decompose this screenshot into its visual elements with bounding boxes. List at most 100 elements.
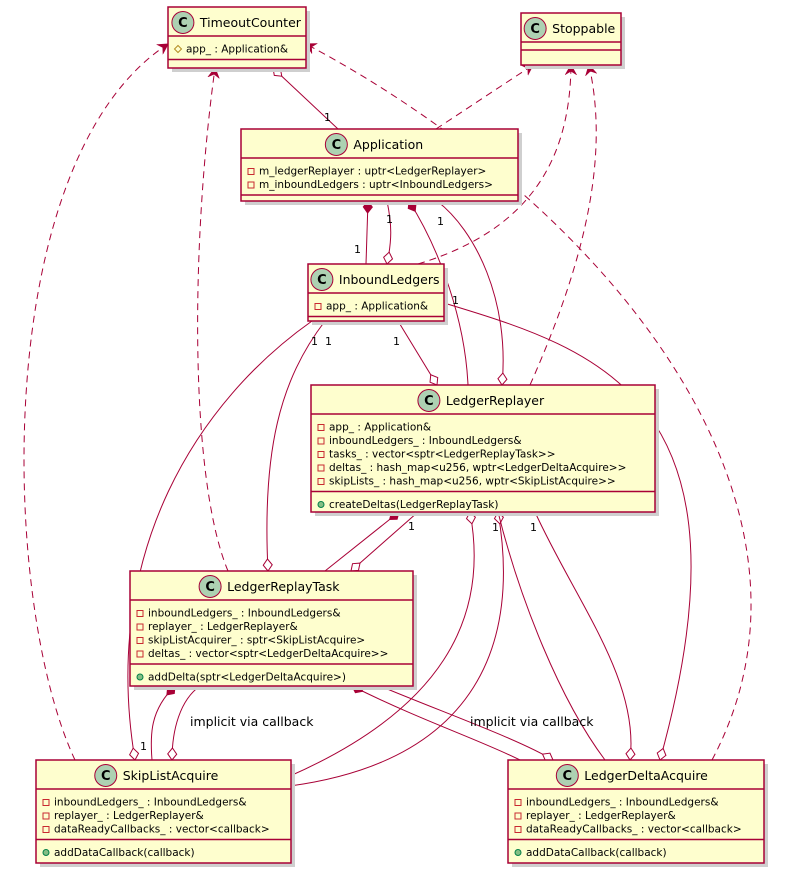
class-badge-letter: C: [101, 769, 111, 784]
multiplicity-label: 1: [408, 520, 415, 533]
field-text: deltas_ : vector<sptr<LedgerDeltaAcquire…: [148, 648, 388, 660]
private-square-icon: [42, 799, 50, 806]
field-text: replayer_ : LedgerReplayer&: [526, 810, 676, 822]
ledgerreplayer-ledgerdeltaacquire-aggregation: [534, 511, 636, 761]
field-text: m_inboundLedgers : uptr<InboundLedgers>: [259, 179, 493, 191]
class-name: InboundLedgers: [339, 272, 440, 287]
class-badge-icon: [94, 764, 118, 787]
aggregation-diamond-icon: [383, 251, 394, 265]
class-box: [35, 759, 292, 864]
multiplicity-label: 1: [386, 213, 393, 226]
private-square-icon: [247, 181, 255, 189]
class-name: LedgerReplayer: [446, 393, 545, 408]
private-square-icon: [136, 650, 144, 658]
field-text: m_ledgerReplayer : uptr<LedgerReplayer>: [259, 166, 486, 178]
multiplicity-label: 1: [354, 243, 361, 256]
class-badge-letter: C: [205, 580, 215, 595]
field-text: app_ : Application&: [326, 301, 428, 313]
field-text: app_ : Application&: [329, 422, 431, 434]
multiplicity-label: 1: [393, 335, 400, 348]
ledgerreplaytask-ledgerreplayer-aggregation-line: [350, 511, 419, 572]
class-badge-icon: [171, 11, 195, 34]
class-box: [240, 128, 519, 202]
ledgerdeltaacquire-ledgerreplaytask-aggregation-line: [379, 685, 554, 761]
aggregation-diamond-icon: [429, 374, 439, 386]
application-stoppable-inheritance: [435, 65, 533, 130]
skiplistacquire-timeoutcounter-inheritance: [23, 44, 168, 761]
class-name: LedgerDeltaAcquire: [584, 768, 708, 783]
inboundledgers-ledgerreplaytask-aggregation: [262, 320, 326, 572]
private-square-icon: [317, 464, 325, 472]
ledgerreplayer-skiplistacquire-aggregation-2-line: [289, 511, 504, 787]
inboundledgers-ledgerdeltaacquire-aggregation-line: [443, 302, 692, 761]
field-text: skipListAcquirer_ : sptr<SkipListAcquire…: [148, 635, 365, 647]
private-square-icon: [514, 799, 522, 806]
field-text: inboundLedgers_ : InboundLedgers&: [54, 797, 247, 809]
multiplicity-label: 1: [140, 740, 147, 753]
private-square-icon: [136, 637, 144, 644]
inboundledgers-skiplistacquire-aggregation: [127, 320, 313, 761]
ledgerreplayer-skiplistacquire-aggregation-1-line: [289, 511, 475, 777]
aggregation-diamond-icon: [129, 747, 140, 761]
application-ledgerreplayer-composition-line: [408, 200, 469, 386]
field-text: dataReadyCallbacks_ : vector<callback>: [526, 824, 742, 836]
field-text: deltas_ : hash_map<u256, wptr<LedgerDelt…: [329, 462, 626, 474]
ledgerdeltaacquire-timeoutcounter-inheritance: [306, 44, 752, 761]
ledgerreplayer-ledgerdeltaacquire-aggregation-line: [534, 511, 632, 761]
ledgerreplayer-ledgerdeltaacquire-line: [497, 511, 606, 761]
aggregation-diamond-icon: [262, 558, 273, 572]
class-badge-letter: C: [424, 394, 434, 409]
class-badge-letter: C: [530, 22, 540, 37]
method-text: addDataCallback(callback): [54, 847, 195, 859]
class-box: [507, 759, 765, 864]
multiplicity-label: 1: [530, 521, 537, 534]
private-square-icon: [314, 303, 322, 310]
class-badge-icon: [523, 17, 547, 40]
inboundledgers-ledgerreplayer-aggregation: [397, 320, 439, 386]
protected-diamond-icon: [173, 44, 183, 54]
class-name: Application: [353, 137, 423, 152]
inboundledgers-ledgerdeltaacquire-aggregation: [443, 302, 692, 761]
class-badge-letter: C: [563, 769, 573, 784]
ledgerreplayer-stoppable-inheritance-line: [529, 65, 596, 386]
public-circle-icon: [136, 673, 144, 681]
inboundledgers-stoppable-inheritance-line: [417, 65, 571, 265]
field-text: replayer_ : LedgerReplayer&: [148, 621, 298, 633]
field-text: replayer_ : LedgerReplayer&: [54, 810, 204, 822]
skiplistacquire-timeoutcounter-inheritance-line: [23, 44, 168, 761]
ledgerreplaytask-ledgerdeltaacquire-composition-line: [351, 685, 521, 761]
field-text: app_ : Application&: [186, 44, 288, 56]
inboundledgers-application-aggregation: [383, 200, 394, 265]
ledgerreplaytask-timeoutcounter-inheritance-line: [197, 68, 229, 572]
private-square-icon: [317, 424, 325, 431]
multiplicity-label: 1: [325, 335, 332, 348]
private-square-icon: [136, 623, 144, 631]
private-square-icon: [42, 812, 50, 820]
class-stoppable: C Stoppable: [520, 12, 625, 69]
multiplicity-label: 1: [324, 111, 331, 124]
class-badge-icon: [417, 389, 441, 412]
inboundledgers-ledgerreplaytask-aggregation-line: [266, 320, 326, 572]
public-circle-icon: [317, 501, 325, 508]
field-text: inboundLedgers_ : InboundLedgers&: [329, 435, 522, 447]
class-badge-icon: [198, 575, 222, 598]
private-square-icon: [136, 610, 144, 617]
ledgerreplayer-ledgerreplaytask-composition: [324, 511, 400, 572]
class-name: Stoppable: [552, 21, 615, 36]
field-text: inboundLedgers_ : InboundLedgers&: [526, 797, 719, 809]
field-text: skipLists_ : hash_map<u256, wptr<SkipLis…: [329, 476, 616, 488]
class-badge-letter: C: [332, 138, 342, 153]
field-text: dataReadyCallbacks_ : vector<callback>: [54, 824, 270, 836]
private-square-icon: [514, 812, 522, 820]
private-square-icon: [514, 826, 522, 833]
aggregation-diamond-icon: [167, 747, 178, 761]
public-circle-icon: [42, 849, 50, 856]
aggregation-diamond-icon: [350, 562, 361, 572]
application-timeoutcounter-aggregation-line: [272, 67, 339, 130]
class-ledger-delta-acquire: C LedgerDeltaAcquire inboundLedgers_ : Inb…: [507, 759, 768, 867]
class-name: SkipListAcquire: [123, 768, 219, 783]
